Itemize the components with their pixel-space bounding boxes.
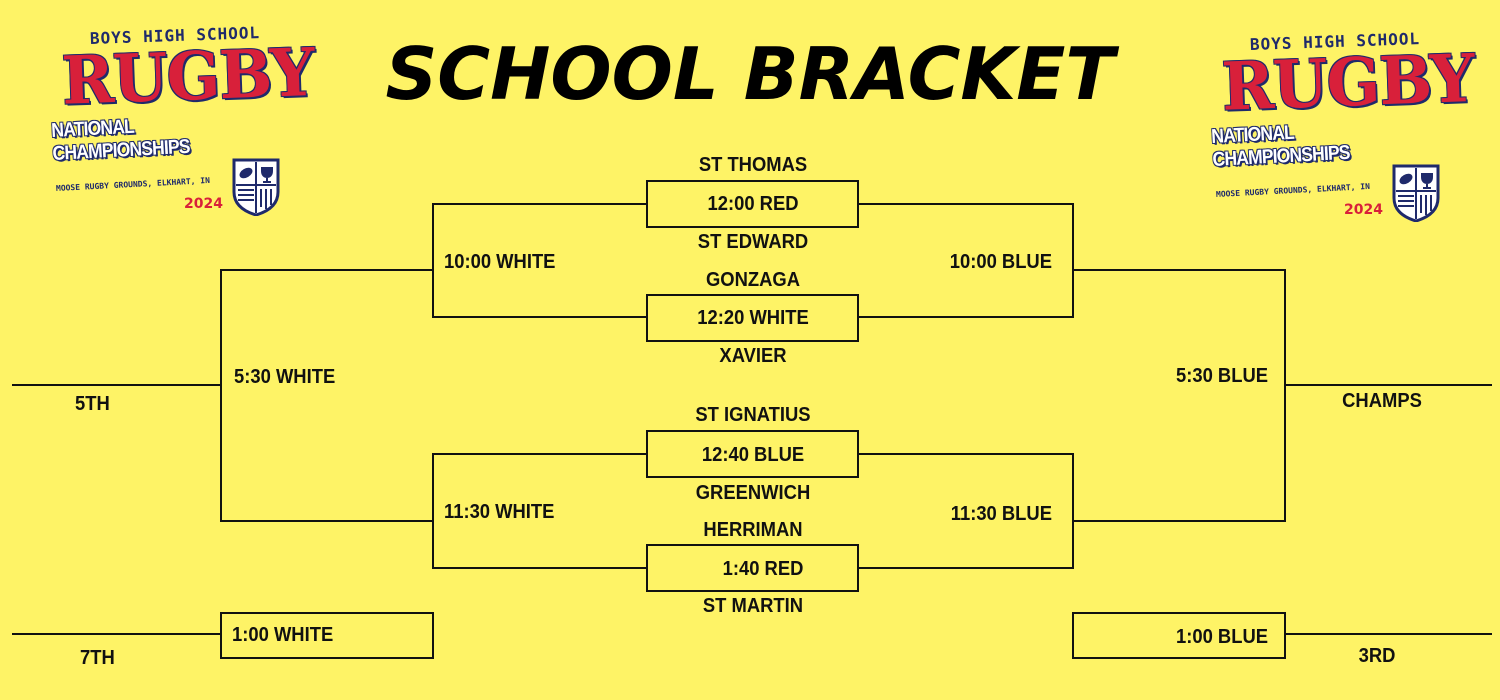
- logo-main-text: RUGBY: [1220, 39, 1476, 126]
- rugby-ball-trophy-shield-icon: [1392, 164, 1440, 222]
- blue-semi-1-time: 10:00 BLUE: [949, 251, 1052, 273]
- placement-champs: CHAMPS: [1342, 390, 1422, 412]
- white-semi-1-connector: [432, 203, 647, 318]
- team-st-edward: ST EDWARD: [697, 231, 809, 253]
- white-final-connector: [220, 269, 433, 522]
- page-title: SCHOOL BRACKET: [385, 32, 1115, 116]
- logo-year: 2024: [184, 196, 223, 212]
- placement-third: 3RD: [1358, 645, 1396, 667]
- team-gonzaga: GONZAGA: [705, 269, 801, 291]
- placement-seventh: 7TH: [80, 647, 115, 669]
- match-time-2: 12:20 WHITE: [697, 307, 809, 329]
- logo-main-text: RUGBY: [60, 33, 316, 120]
- logo-location: MOOSE RUGBY GROUNDS, ELKHART, IN: [1215, 181, 1371, 199]
- blue-semi-1-connector: [858, 203, 1074, 318]
- logo-location: MOOSE RUGBY GROUNDS, ELKHART, IN: [55, 175, 211, 193]
- blue-final-connector: [1073, 269, 1286, 522]
- match-time-4: 1:40 RED: [722, 558, 804, 580]
- team-st-thomas: ST THOMAS: [698, 154, 808, 176]
- blue-semi-2-connector: [858, 453, 1074, 569]
- white-final-time: 5:30 WHITE: [234, 366, 336, 388]
- team-st-ignatius: ST IGNATIUS: [695, 404, 811, 426]
- match-time-1: 12:00 RED: [707, 193, 799, 215]
- team-st-martin: ST MARTIN: [702, 595, 804, 617]
- match-time-3: 12:40 BLUE: [701, 444, 805, 466]
- blue-final-time: 5:30 BLUE: [1175, 365, 1268, 387]
- championship-logo-right: BOYS HIGH SCHOOL RUGBY NATIONAL CHAMPION…: [1210, 26, 1476, 226]
- team-herriman: HERRIMAN: [703, 519, 803, 541]
- championship-logo-left: BOYS HIGH SCHOOL RUGBY NATIONAL CHAMPION…: [50, 20, 316, 220]
- white-semi-1-time: 10:00 WHITE: [444, 251, 556, 273]
- rugby-ball-trophy-shield-icon: [232, 158, 280, 216]
- team-greenwich: GREENWICH: [695, 482, 811, 504]
- logo-year: 2024: [1344, 202, 1383, 218]
- white-semi-2-time: 11:30 WHITE: [444, 501, 555, 523]
- placement-fifth: 5TH: [75, 393, 110, 415]
- blue-consolation-time: 1:00 BLUE: [1175, 626, 1268, 648]
- team-xavier: XAVIER: [719, 345, 787, 367]
- consolation-blue-box: [1072, 612, 1286, 659]
- blue-semi-2-time: 11:30 BLUE: [950, 503, 1052, 525]
- white-consolation-time: 1:00 WHITE: [232, 624, 334, 646]
- logo-sub-text: NATIONAL CHAMPIONSHIPS: [1210, 121, 1351, 171]
- logo-sub-text: NATIONAL CHAMPIONSHIPS: [50, 115, 191, 165]
- white-semi-2-connector: [432, 453, 647, 569]
- consolation-white-box: [220, 612, 434, 659]
